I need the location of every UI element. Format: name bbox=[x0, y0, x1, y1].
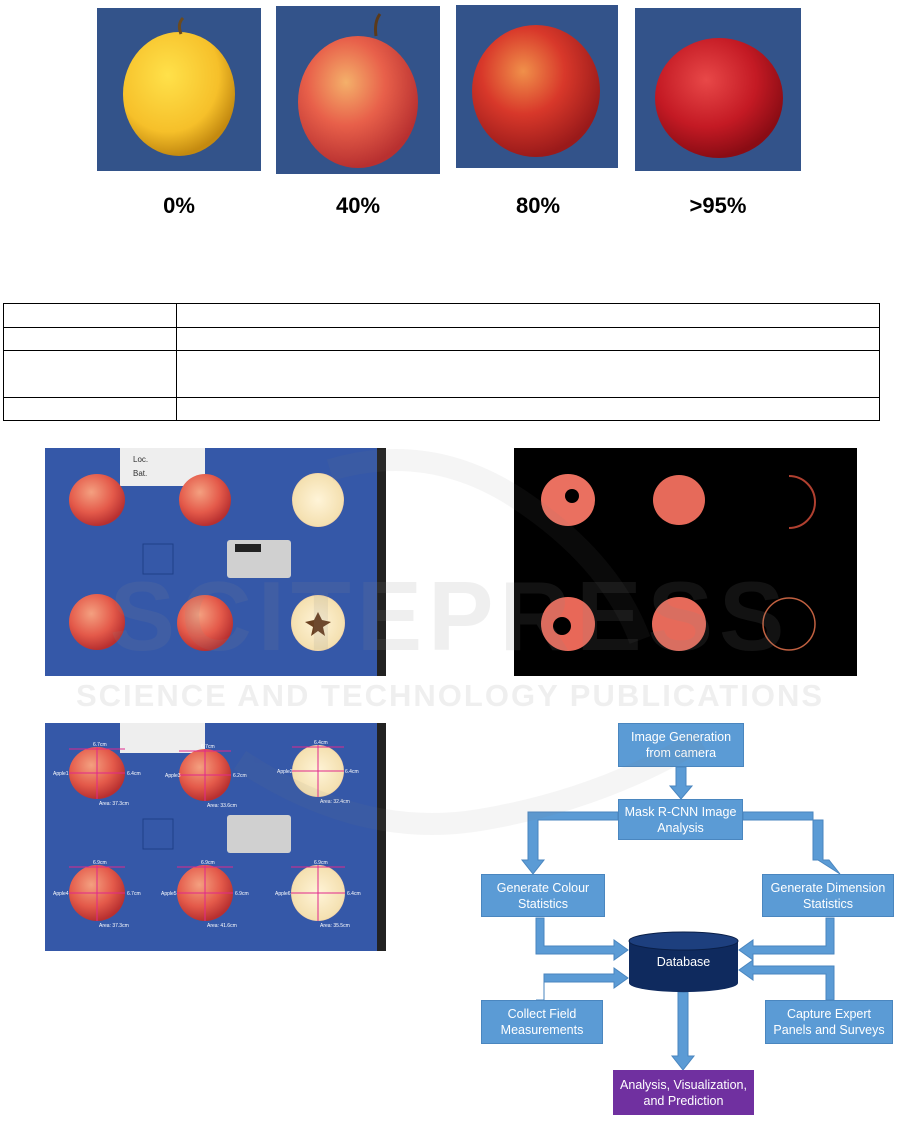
dim-side: 6.7cm bbox=[127, 891, 141, 897]
flow-node-analysis: Analysis, Visualization,and Prediction bbox=[613, 1070, 754, 1115]
apple-tag: Apple3 bbox=[165, 773, 181, 779]
dim-top: 6.9cm bbox=[314, 860, 328, 866]
area-label: Area: 33.6cm bbox=[207, 803, 237, 809]
sheet-label-loc: Loc. bbox=[133, 455, 148, 464]
ripeness-label-0: 0% bbox=[163, 193, 195, 218]
apple-photo-0 bbox=[97, 8, 261, 171]
area-label: Area: 32.4cm bbox=[320, 799, 350, 805]
dim-top: 6.4cm bbox=[314, 740, 328, 746]
raw-apples-photo: Loc. Bat. bbox=[45, 448, 386, 676]
flow-node-database: Database bbox=[628, 931, 739, 993]
dim-side: 6.4cm bbox=[347, 891, 361, 897]
apple-tag: Apple1 bbox=[53, 771, 69, 777]
table-row bbox=[3, 350, 880, 398]
apple-tag: Apple2 bbox=[277, 769, 293, 775]
apple-photo-80 bbox=[456, 5, 618, 168]
area-label: Area: 37.3cm bbox=[99, 801, 129, 807]
dim-side: 6.4cm bbox=[127, 771, 141, 777]
apple-tag: Apple4 bbox=[53, 891, 69, 897]
dim-top: 6.7cm bbox=[201, 744, 215, 750]
area-label: Area: 37.3cm bbox=[99, 923, 129, 929]
apple-tag: Apple6 bbox=[275, 891, 291, 897]
area-label: Area: 35.5cm bbox=[320, 923, 350, 929]
apple-photo-40 bbox=[276, 6, 440, 174]
dim-side: 6.2cm bbox=[233, 773, 247, 779]
dim-top: 6.9cm bbox=[93, 860, 107, 866]
area-label: Area: 41.6cm bbox=[207, 923, 237, 929]
dim-side: 6.4cm bbox=[345, 769, 359, 775]
sheet-label-bat: Bat. bbox=[133, 469, 147, 478]
dim-side: 6.9cm bbox=[235, 891, 249, 897]
ripeness-label-40: 40% bbox=[335, 193, 381, 218]
dim-top: 6.9cm bbox=[201, 860, 215, 866]
ripeness-label-80: 80% bbox=[515, 193, 561, 218]
database-label: Database bbox=[656, 955, 711, 969]
measured-apples-photo: Apple1 Apple3 Apple2 Apple4 Apple5 Apple… bbox=[45, 723, 386, 951]
ripeness-label-95: >95% bbox=[689, 193, 747, 218]
apple-photo-95 bbox=[635, 8, 801, 171]
table-row bbox=[3, 397, 880, 421]
apple-tag: Apple5 bbox=[161, 891, 177, 897]
data-table bbox=[3, 303, 880, 421]
segmentation-mask-photo bbox=[514, 448, 857, 676]
dim-top: 6.7cm bbox=[93, 742, 107, 748]
